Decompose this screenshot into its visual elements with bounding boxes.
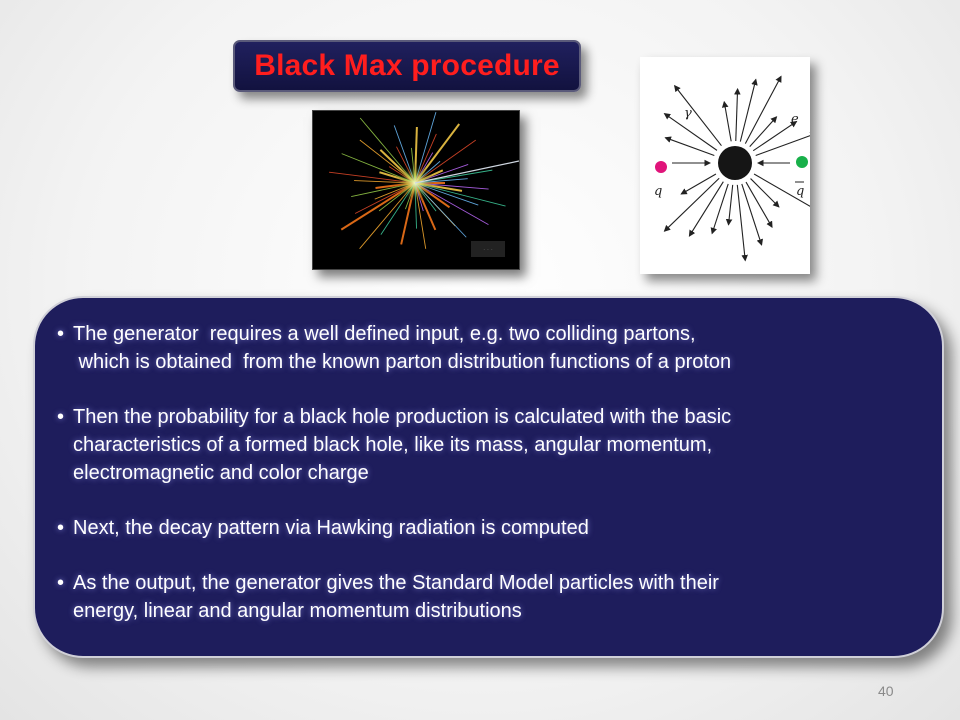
content-panel: • The generator requires a well defined … — [33, 296, 944, 658]
bullet-line: which is obtained from the known parton … — [73, 351, 732, 373]
bullet-line: electromagnetic and color charge — [73, 462, 369, 484]
event-display-graphic: · · · — [313, 111, 519, 269]
decay-arrow — [680, 173, 717, 195]
decay-arrow — [749, 116, 778, 148]
bullet-icon: • — [57, 572, 65, 594]
decay-arrow — [673, 84, 722, 147]
bullet-line: Then the probability for a black hole pr… — [73, 406, 732, 428]
black-hole-decay-diagram: q q γ e — [640, 57, 810, 274]
bullet-line: Next, the decay pattern via Hawking radi… — [73, 517, 589, 539]
bullet-item: • Next, the decay pattern via Hawking ra… — [55, 514, 942, 542]
decay-arrow — [755, 132, 810, 156]
decay-arrow — [752, 121, 798, 152]
decay-arrow — [725, 184, 734, 226]
slide-title: Black Max procedure — [254, 49, 560, 82]
decay-arrow — [753, 173, 810, 207]
bullet-line: characteristics of a formed black hole, … — [73, 434, 713, 456]
decay-arrow — [663, 177, 720, 232]
bullet-icon: • — [57, 323, 65, 345]
decay-arrow — [744, 75, 782, 144]
antiquark-dot — [796, 156, 808, 168]
page-number: 40 — [878, 683, 894, 699]
decay-arrow — [750, 178, 780, 208]
decay-arrow — [741, 183, 764, 246]
bullet-list: • The generator requires a well defined … — [35, 298, 942, 625]
black-hole-icon — [718, 146, 752, 180]
photon-label: γ — [684, 106, 692, 121]
bullet-item: • Then the probability for a black hole … — [55, 403, 942, 487]
decay-arrow — [721, 100, 732, 142]
quark-dot — [655, 161, 667, 173]
bullet-item: • The generator requires a well defined … — [55, 320, 942, 376]
bullet-item: • As the output, the generator gives the… — [55, 569, 942, 625]
antiquark-label: q — [796, 184, 804, 199]
decay-arrow — [734, 87, 741, 142]
electron-label: e — [791, 112, 799, 127]
event-display-image: · · · — [312, 110, 520, 270]
bullet-icon: • — [57, 517, 65, 539]
decay-arrow — [664, 136, 715, 156]
svg-text:· · ·: · · · — [483, 247, 493, 254]
decay-arrow — [745, 181, 773, 229]
bullet-line: The generator requires a well defined in… — [73, 323, 696, 345]
decay-arrow — [739, 78, 758, 142]
decay-arrow — [736, 184, 748, 262]
decay-arrow — [710, 183, 729, 235]
bullet-line: As the output, the generator gives the S… — [73, 572, 719, 594]
decay-diagram-graphic: q q γ e — [654, 75, 810, 262]
bullet-line: energy, linear and angular momentum dist… — [73, 600, 522, 622]
decay-arrow — [663, 113, 718, 151]
bullet-icon: • — [57, 406, 65, 428]
decay-arrow — [688, 181, 724, 237]
quark-label: q — [654, 184, 662, 199]
slide-title-box: Black Max procedure — [233, 40, 581, 92]
